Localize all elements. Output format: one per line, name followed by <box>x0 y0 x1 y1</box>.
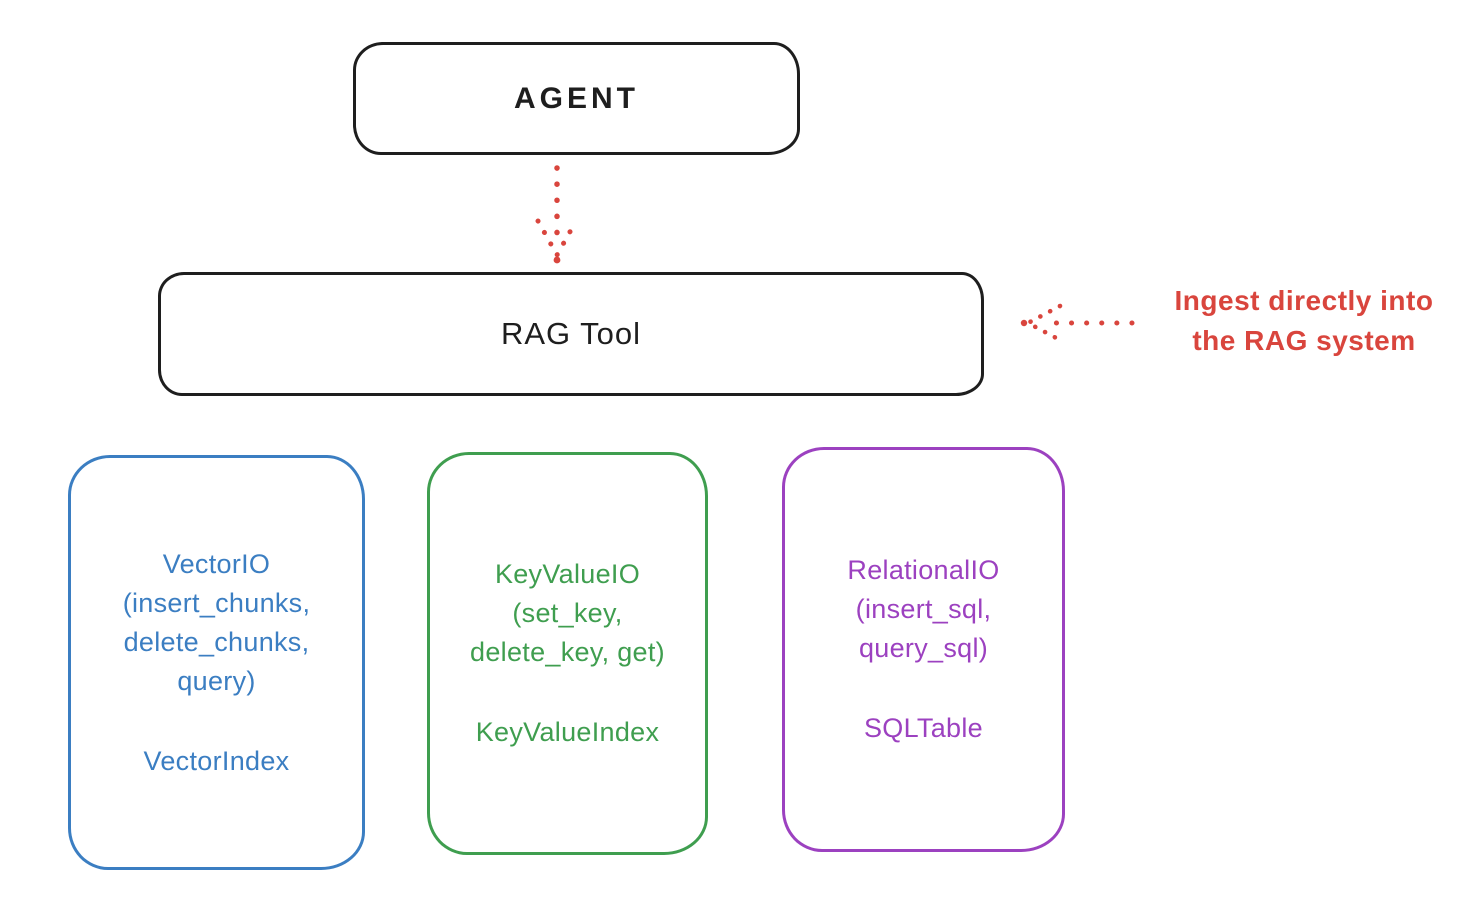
vectorio-index-label: VectorIndex <box>143 745 290 776</box>
keyvalueio-title: KeyValueIO <box>494 559 641 589</box>
agent-label: AGENT <box>514 81 639 115</box>
relationalio-index-label: SQLTable <box>864 713 983 743</box>
vectorio-signature-line: delete_chunks, <box>123 626 310 657</box>
vectorio-signature-line: (insert_chunks, <box>122 587 311 618</box>
ingest-annotation-line1: Ingest directly into <box>1174 285 1434 316</box>
keyvalueio-signature-line: delete_key, get) <box>470 637 665 667</box>
agent-to-ragtool-arrow-icon <box>535 165 579 264</box>
rag-tool-node: RAG Tool <box>158 272 984 396</box>
vectorio-signature-line: query) <box>177 665 256 696</box>
relationalio-node: RelationalIO (insert_sql, query_sql) SQL… <box>782 447 1065 852</box>
vectorio-node: VectorIO (insert_chunks, delete_chunks, … <box>68 455 365 870</box>
agent-node: AGENT <box>353 42 800 155</box>
keyvalueio-signature-line: (set_key, <box>512 598 623 628</box>
relationalio-signature-line: (insert_sql, <box>855 594 992 624</box>
vectorio-title: VectorIO <box>162 548 271 579</box>
relationalio-title: RelationalIO <box>847 555 1000 585</box>
keyvalueio-index-label: KeyValueIndex <box>475 717 660 747</box>
keyvalueio-node: KeyValueIO (set_key, delete_key, get) Ke… <box>427 452 708 855</box>
keyvalueio-text: KeyValueIO (set_key, delete_key, get) Ke… <box>470 555 665 752</box>
ingest-arrow-icon <box>1020 303 1135 343</box>
relationalio-text: RelationalIO (insert_sql, query_sql) SQL… <box>847 551 999 748</box>
vectorio-text: VectorIO (insert_chunks, delete_chunks, … <box>123 545 311 781</box>
ingest-annotation-line2: the RAG system <box>1192 325 1416 356</box>
relationalio-signature-line: query_sql) <box>858 633 989 663</box>
ingest-annotation: Ingest directly into the RAG system <box>1128 281 1480 361</box>
rag-tool-label: RAG Tool <box>500 316 642 351</box>
